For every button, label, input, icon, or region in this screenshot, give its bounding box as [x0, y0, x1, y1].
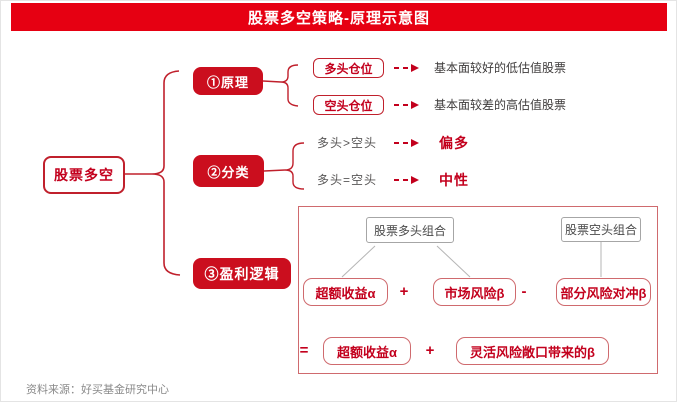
condition-long-eq-short: 多头=空头 [317, 173, 378, 187]
classification-connector-line [263, 169, 286, 172]
page-title: 股票多空策略-原理示意图 [11, 3, 667, 31]
minus-operator: - [521, 283, 527, 300]
root-brace [151, 70, 181, 276]
long-portfolio-label: 股票多头组合 [366, 217, 454, 243]
equals-operator: = [299, 342, 309, 359]
section-profit-logic: ③盈利逻辑 [193, 258, 291, 289]
root-node: 股票多空 [43, 156, 125, 194]
short-position-description: 基本面较差的高估值股票 [434, 98, 567, 112]
plus-operator-2: + [425, 342, 435, 359]
section-classification: ②分类 [193, 155, 264, 187]
alpha-box-2: 超额收益α [323, 337, 411, 365]
long-position-description: 基本面较好的低估值股票 [434, 61, 567, 75]
principle-brace [280, 64, 299, 107]
principle-connector-line [262, 80, 282, 83]
source-note: 资料来源：好买基金研究中心 [26, 384, 169, 396]
plus-operator-1: + [399, 283, 409, 300]
condition-long-gt-short: 多头>空头 [317, 136, 378, 150]
hedge-box: 部分风险对冲β [556, 278, 651, 306]
classification-brace [284, 142, 305, 190]
profit-logic-frame [298, 206, 658, 374]
result-neutral: 中性 [439, 172, 469, 188]
arrowhead-icon [411, 64, 419, 184]
market-beta-box: 市场风险β [433, 278, 516, 306]
long-position-box: 多头仓位 [313, 58, 384, 78]
short-portfolio-label: 股票空头组合 [561, 217, 641, 242]
dashed-arrow-icon [394, 67, 411, 181]
alpha-box-1: 超额收益α [303, 278, 388, 306]
flexible-beta-box: 灵活风险敞口带来的β [456, 337, 609, 365]
result-net-long: 偏多 [439, 135, 469, 151]
section-principle: ①原理 [193, 67, 263, 95]
short-position-box: 空头仓位 [313, 95, 384, 115]
